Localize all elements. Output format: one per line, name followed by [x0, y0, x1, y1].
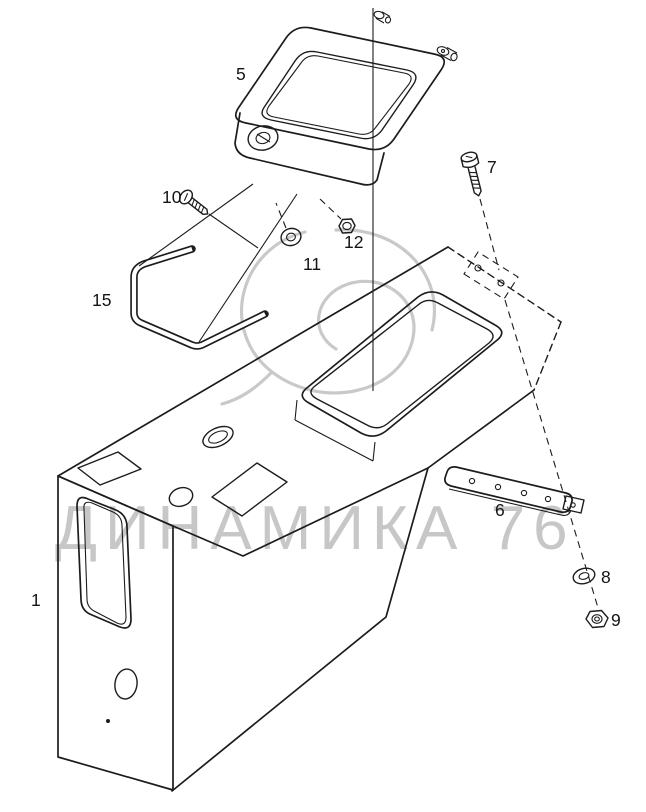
- top-rect-hole: [211, 462, 288, 517]
- top-oval-hole: [202, 425, 234, 449]
- cover-cap: [247, 125, 279, 151]
- part-label-8: 8: [601, 567, 611, 587]
- nut-9: [585, 609, 609, 629]
- strip-end-tab: [562, 495, 585, 514]
- console-opening: [301, 291, 503, 437]
- part-label-6: 6: [495, 500, 505, 520]
- front-oval-hole: [114, 668, 138, 700]
- part-label-5: 5: [236, 64, 246, 84]
- front-panel-recess: [76, 496, 132, 629]
- part-labels: 5 10 7 12 11 15 6 8 9 1: [31, 64, 621, 630]
- part-label-12: 12: [344, 232, 363, 252]
- cover-lid: [234, 10, 458, 186]
- part-label-11: 11: [303, 254, 321, 274]
- part-label-9: 9: [611, 610, 621, 630]
- front-dot: [106, 719, 110, 723]
- watermark-text: ДИНАМИКА 76: [55, 494, 576, 563]
- part-label-10: 10: [162, 187, 182, 207]
- watermark-logo: [220, 228, 436, 406]
- hinge-pin-large: [436, 46, 458, 62]
- washer-8: [572, 567, 596, 585]
- mounting-strip: [444, 466, 585, 516]
- part-label-15: 15: [92, 290, 111, 310]
- part-label-7: 7: [487, 157, 497, 177]
- screw-7: [460, 151, 482, 197]
- screw-10: [178, 189, 209, 215]
- top-left-recess: [77, 451, 142, 486]
- top-circle-hole: [168, 486, 194, 508]
- assembly-lines: [138, 8, 600, 612]
- washer-11: [280, 227, 302, 247]
- nut-12: [338, 218, 356, 234]
- mount-footprint: [463, 251, 519, 300]
- part-label-1: 1: [31, 590, 41, 610]
- wire-bracket: [130, 245, 269, 350]
- console-body: [57, 246, 562, 792]
- hinge-pin-small: [373, 10, 392, 24]
